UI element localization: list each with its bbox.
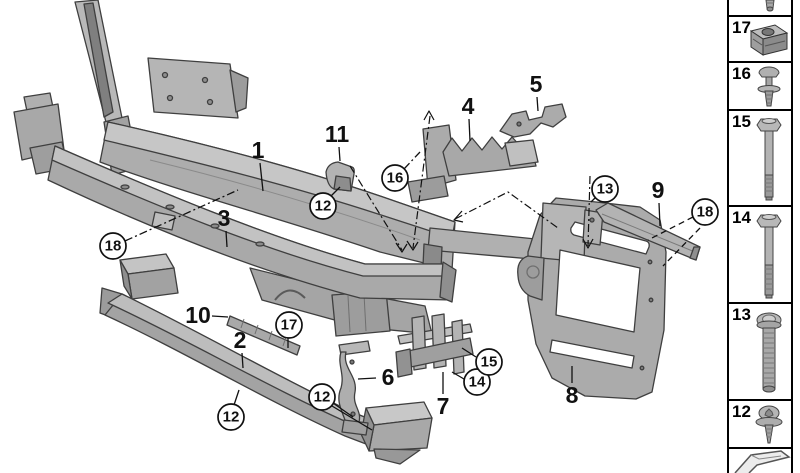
part-3-upper-bar <box>13 92 457 303</box>
callout-8[interactable]: 8 <box>566 366 579 408</box>
fastener-axis-lines <box>349 110 594 253</box>
legend-cell-16[interactable]: 16 <box>727 61 793 109</box>
svg-text:11: 11 <box>325 121 350 147</box>
svg-text:1: 1 <box>252 137 265 163</box>
part-5-bracket <box>499 103 567 138</box>
callout-1[interactable]: 1 <box>252 137 265 192</box>
svg-text:5: 5 <box>530 71 543 97</box>
arrowhead <box>395 242 408 253</box>
hex-bolt-icon <box>756 118 782 201</box>
legend-cell-15[interactable]: 15 <box>727 109 793 205</box>
legend-number: 12 <box>732 402 751 421</box>
svg-text:12: 12 <box>314 389 331 406</box>
legend-cell-17[interactable]: 17 <box>727 15 793 61</box>
screw-tip-icon <box>765 0 775 12</box>
part-9-strip <box>595 202 701 261</box>
svg-text:6: 6 <box>382 364 395 390</box>
svg-text:13: 13 <box>597 181 614 198</box>
part-1-main-carrier <box>74 0 546 337</box>
circled-callout-18[interactable]: 18 <box>99 189 239 260</box>
circled-callout-14[interactable]: 14 <box>451 368 491 396</box>
bracket-clip-icon <box>734 450 791 473</box>
svg-text:12: 12 <box>315 198 332 215</box>
svg-text:18: 18 <box>105 238 122 255</box>
part-10-strip <box>226 315 301 356</box>
circled-callout-16[interactable]: 16 <box>381 151 421 192</box>
callout-6[interactable]: 6 <box>357 364 395 390</box>
part-11-clip <box>325 161 355 192</box>
flange-screw-icon <box>756 312 782 393</box>
svg-text:16: 16 <box>387 170 404 187</box>
expanding-rivet-icon <box>757 66 781 107</box>
callout-2[interactable]: 2 <box>234 327 247 369</box>
legend-number: 13 <box>732 305 751 324</box>
svg-text:9: 9 <box>652 177 665 203</box>
svg-text:3: 3 <box>218 205 231 231</box>
hex-bolt-icon <box>756 214 782 299</box>
arrowhead <box>406 240 419 251</box>
part-2-lower-bar <box>99 253 433 465</box>
circled-callout-12[interactable]: 12 <box>309 186 341 220</box>
svg-text:17: 17 <box>281 317 298 334</box>
svg-text:7: 7 <box>437 393 450 419</box>
part-8-frame <box>517 197 667 400</box>
legend-number: 16 <box>732 64 751 83</box>
circled-callout-15[interactable]: 15 <box>461 347 503 376</box>
callout-4[interactable]: 4 <box>462 93 475 142</box>
circled-callout-17[interactable]: 17 <box>275 311 303 348</box>
callout-7[interactable]: 7 <box>437 372 450 419</box>
arrowhead <box>453 210 464 223</box>
svg-text:10: 10 <box>185 302 211 328</box>
legend-cell-partial-bottom[interactable] <box>727 447 793 473</box>
svg-text:18: 18 <box>697 204 714 221</box>
arrowhead <box>582 238 594 249</box>
circled-callout-13[interactable]: 13 <box>590 175 619 203</box>
svg-text:8: 8 <box>566 382 579 408</box>
legend-cell-partial-top[interactable] <box>727 0 793 15</box>
circled-callout-12[interactable]: 12 <box>217 389 245 431</box>
callout-3[interactable]: 3 <box>218 205 231 248</box>
legend-number: 14 <box>732 208 751 227</box>
circled-callout-18[interactable]: 18 <box>647 198 719 267</box>
callout-9[interactable]: 9 <box>652 177 665 227</box>
arrowhead <box>423 110 435 121</box>
part-7-bracket <box>395 313 474 378</box>
legend-cell-12[interactable]: 12 <box>727 399 793 447</box>
svg-text:4: 4 <box>462 93 475 119</box>
part-4-absorber <box>407 124 539 203</box>
callout-10[interactable]: 10 <box>185 302 229 328</box>
svg-text:15: 15 <box>481 354 498 371</box>
svg-text:12: 12 <box>223 409 240 426</box>
cage-nut-icon <box>749 24 789 56</box>
legend-cell-14[interactable]: 14 <box>727 205 793 302</box>
callout-11[interactable]: 11 <box>325 121 350 162</box>
svg-text:14: 14 <box>469 374 486 391</box>
clip-on-bar <box>151 211 176 231</box>
torx-screw-washer-icon <box>755 405 783 444</box>
legend-number: 15 <box>732 112 751 131</box>
circled-callout-12[interactable]: 12 <box>308 383 373 431</box>
legend-number: 17 <box>732 18 751 37</box>
callout-5[interactable]: 5 <box>530 71 543 112</box>
fastener-legend: 17 16 15 <box>727 0 795 473</box>
legend-cell-13[interactable]: 13 <box>727 302 793 399</box>
svg-text:2: 2 <box>234 327 247 353</box>
